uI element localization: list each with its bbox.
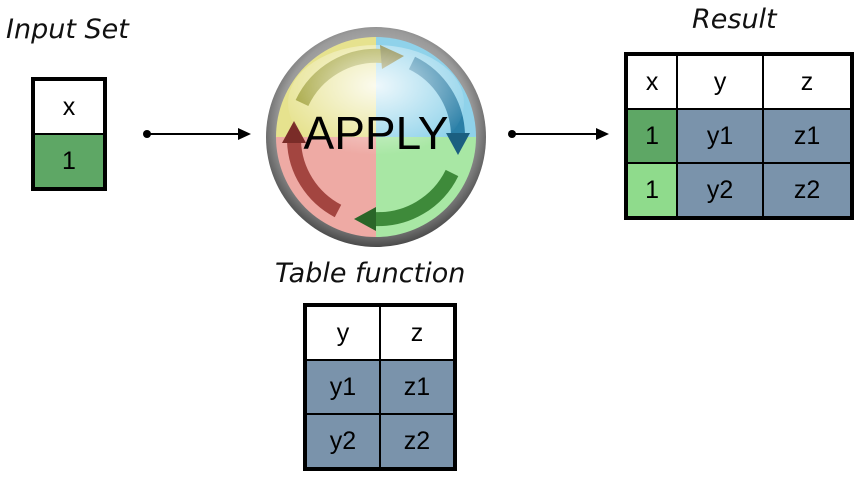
table-cell: z2: [379, 413, 456, 470]
table-header-row: x: [32, 78, 106, 135]
table-header-row: y z: [304, 304, 456, 361]
table-cell: 1: [32, 133, 106, 190]
table-cell: 1: [624, 162, 679, 219]
table-cell: 1: [624, 108, 679, 164]
header-cell: y: [304, 304, 381, 361]
apply-cycle-icon: APPLY: [266, 27, 486, 247]
table-cell: y1: [676, 108, 765, 164]
input-set-table: x 1: [31, 77, 107, 191]
apply-to-result-arrow: [508, 128, 609, 140]
result-table: x y z 1 y1 z1 1 y2 z2: [624, 52, 854, 220]
table-row: y2 z2: [304, 413, 456, 470]
header-cell: z: [762, 53, 853, 110]
header-cell: x: [32, 78, 106, 135]
table-cell: z2: [762, 162, 853, 219]
header-cell: y: [676, 53, 765, 110]
input-set-title: Input Set: [6, 14, 129, 45]
table-cell: y2: [676, 162, 765, 219]
table-cell: y2: [304, 413, 381, 470]
table-row: y1 z1: [304, 359, 456, 415]
table-cell: y1: [304, 359, 381, 415]
table-header-row: x y z: [624, 53, 853, 110]
header-cell: z: [379, 304, 456, 361]
table-function-table: y z y1 z1 y2 z2: [303, 303, 457, 471]
apply-label: APPLY: [304, 107, 449, 159]
table-cell: z1: [762, 108, 853, 164]
table-row: 1: [32, 133, 106, 190]
result-title: Result: [692, 4, 777, 35]
table-cell: z1: [379, 359, 456, 415]
table-row: 1 y1 z1: [624, 108, 853, 164]
table-row: 1 y2 z2: [624, 162, 853, 219]
input-to-apply-arrow: [143, 128, 251, 140]
header-cell: x: [624, 53, 679, 110]
table-function-title: Table function: [275, 258, 466, 289]
